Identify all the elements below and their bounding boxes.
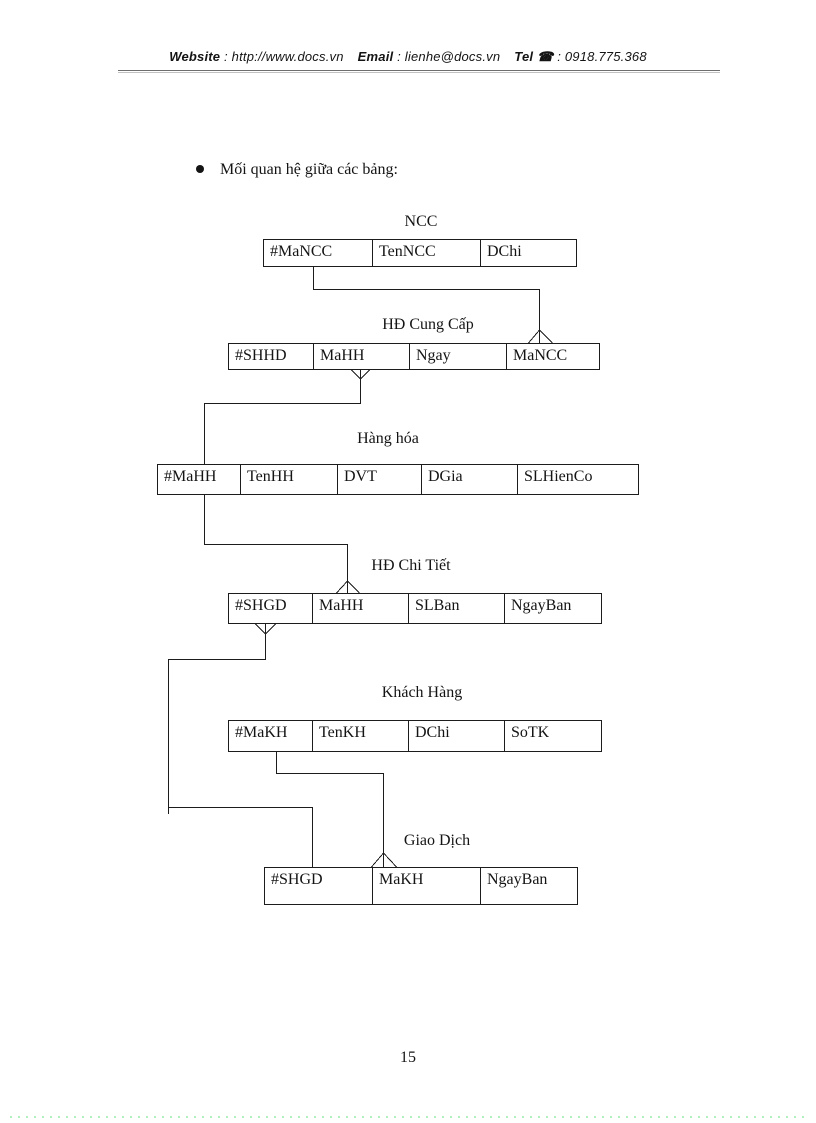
table-cell: DGia — [422, 465, 518, 494]
page-number: 15 — [400, 1049, 416, 1066]
table-cell: TenKH — [313, 721, 409, 751]
connector-ncc-to-hdcungcap — [313, 265, 553, 344]
table-cell: NgayBan — [511, 597, 572, 614]
table-cell: MaHH — [313, 594, 409, 623]
table-cell: TenHH — [241, 465, 338, 494]
bullet-text: Mối quan hệ giữa các bảng: — [220, 161, 398, 178]
header-tel-value: 0918.775.368 — [564, 49, 647, 64]
table-cell: SLHienCo — [524, 468, 593, 485]
header-website-label: Website — [169, 49, 221, 64]
table-title-gd: Giao Dịch — [403, 832, 471, 849]
table-cell: #MaHH — [158, 465, 241, 494]
header-tel-separator: : — [553, 49, 565, 64]
header-email-label: Email — [357, 49, 394, 64]
table-cell: DChi — [409, 721, 505, 751]
connector-khachhang-to-giaodich — [276, 750, 397, 868]
page-header: Website : http://www.docs.vn Email : lien… — [0, 49, 816, 65]
table-cell: Ngay — [410, 344, 507, 369]
table-cell: #SHHD — [229, 344, 314, 369]
table-cell: #MaKH — [229, 721, 313, 751]
table-cell: #MaNCC — [264, 240, 373, 266]
table-cell: MaNCC — [513, 347, 568, 364]
table-title-kh: Khách Hàng — [381, 684, 463, 701]
header-tel-label: Tel — [514, 49, 534, 64]
table-cell: DVT — [338, 465, 422, 494]
header-email-value: lienhe@docs.vn — [404, 49, 501, 64]
header-website-separator: : — [220, 49, 232, 64]
connector-hdcungcap-to-hanghoa — [204, 367, 372, 464]
footer-divider — [10, 1116, 806, 1118]
header-divider — [118, 70, 720, 73]
table-title-ncc: NCC — [404, 213, 438, 230]
phone-icon: ☎ — [537, 49, 554, 64]
table-title-hdcc: HĐ Cung Cấp — [382, 316, 474, 333]
table-cell: SLBan — [409, 594, 505, 623]
bullet-item: Mối quan hệ giữa các bảng: — [196, 161, 398, 179]
table-cell: DChi — [487, 243, 522, 260]
table-cell: MaKH — [373, 868, 481, 904]
connector-hanghoa-to-hdchitiet — [204, 493, 360, 594]
table-title-hdct: HĐ Chi Tiết — [371, 557, 451, 574]
table-title-hh: Hàng hóa — [357, 430, 419, 447]
table-cell: #SHGD — [265, 868, 373, 904]
table-cell: TenNCC — [373, 240, 481, 266]
header-website-value: http://www.docs.vn — [231, 49, 344, 64]
connector-hdchitiet-to-giaodich — [168, 621, 313, 867]
table-cell: MaHH — [314, 344, 410, 369]
table-cell: SoTK — [511, 724, 550, 741]
table-cell: #SHGD — [229, 594, 313, 623]
table-cell: NgayBan — [487, 871, 548, 888]
bullet-icon — [196, 164, 204, 173]
header-email-separator: : — [393, 49, 405, 64]
